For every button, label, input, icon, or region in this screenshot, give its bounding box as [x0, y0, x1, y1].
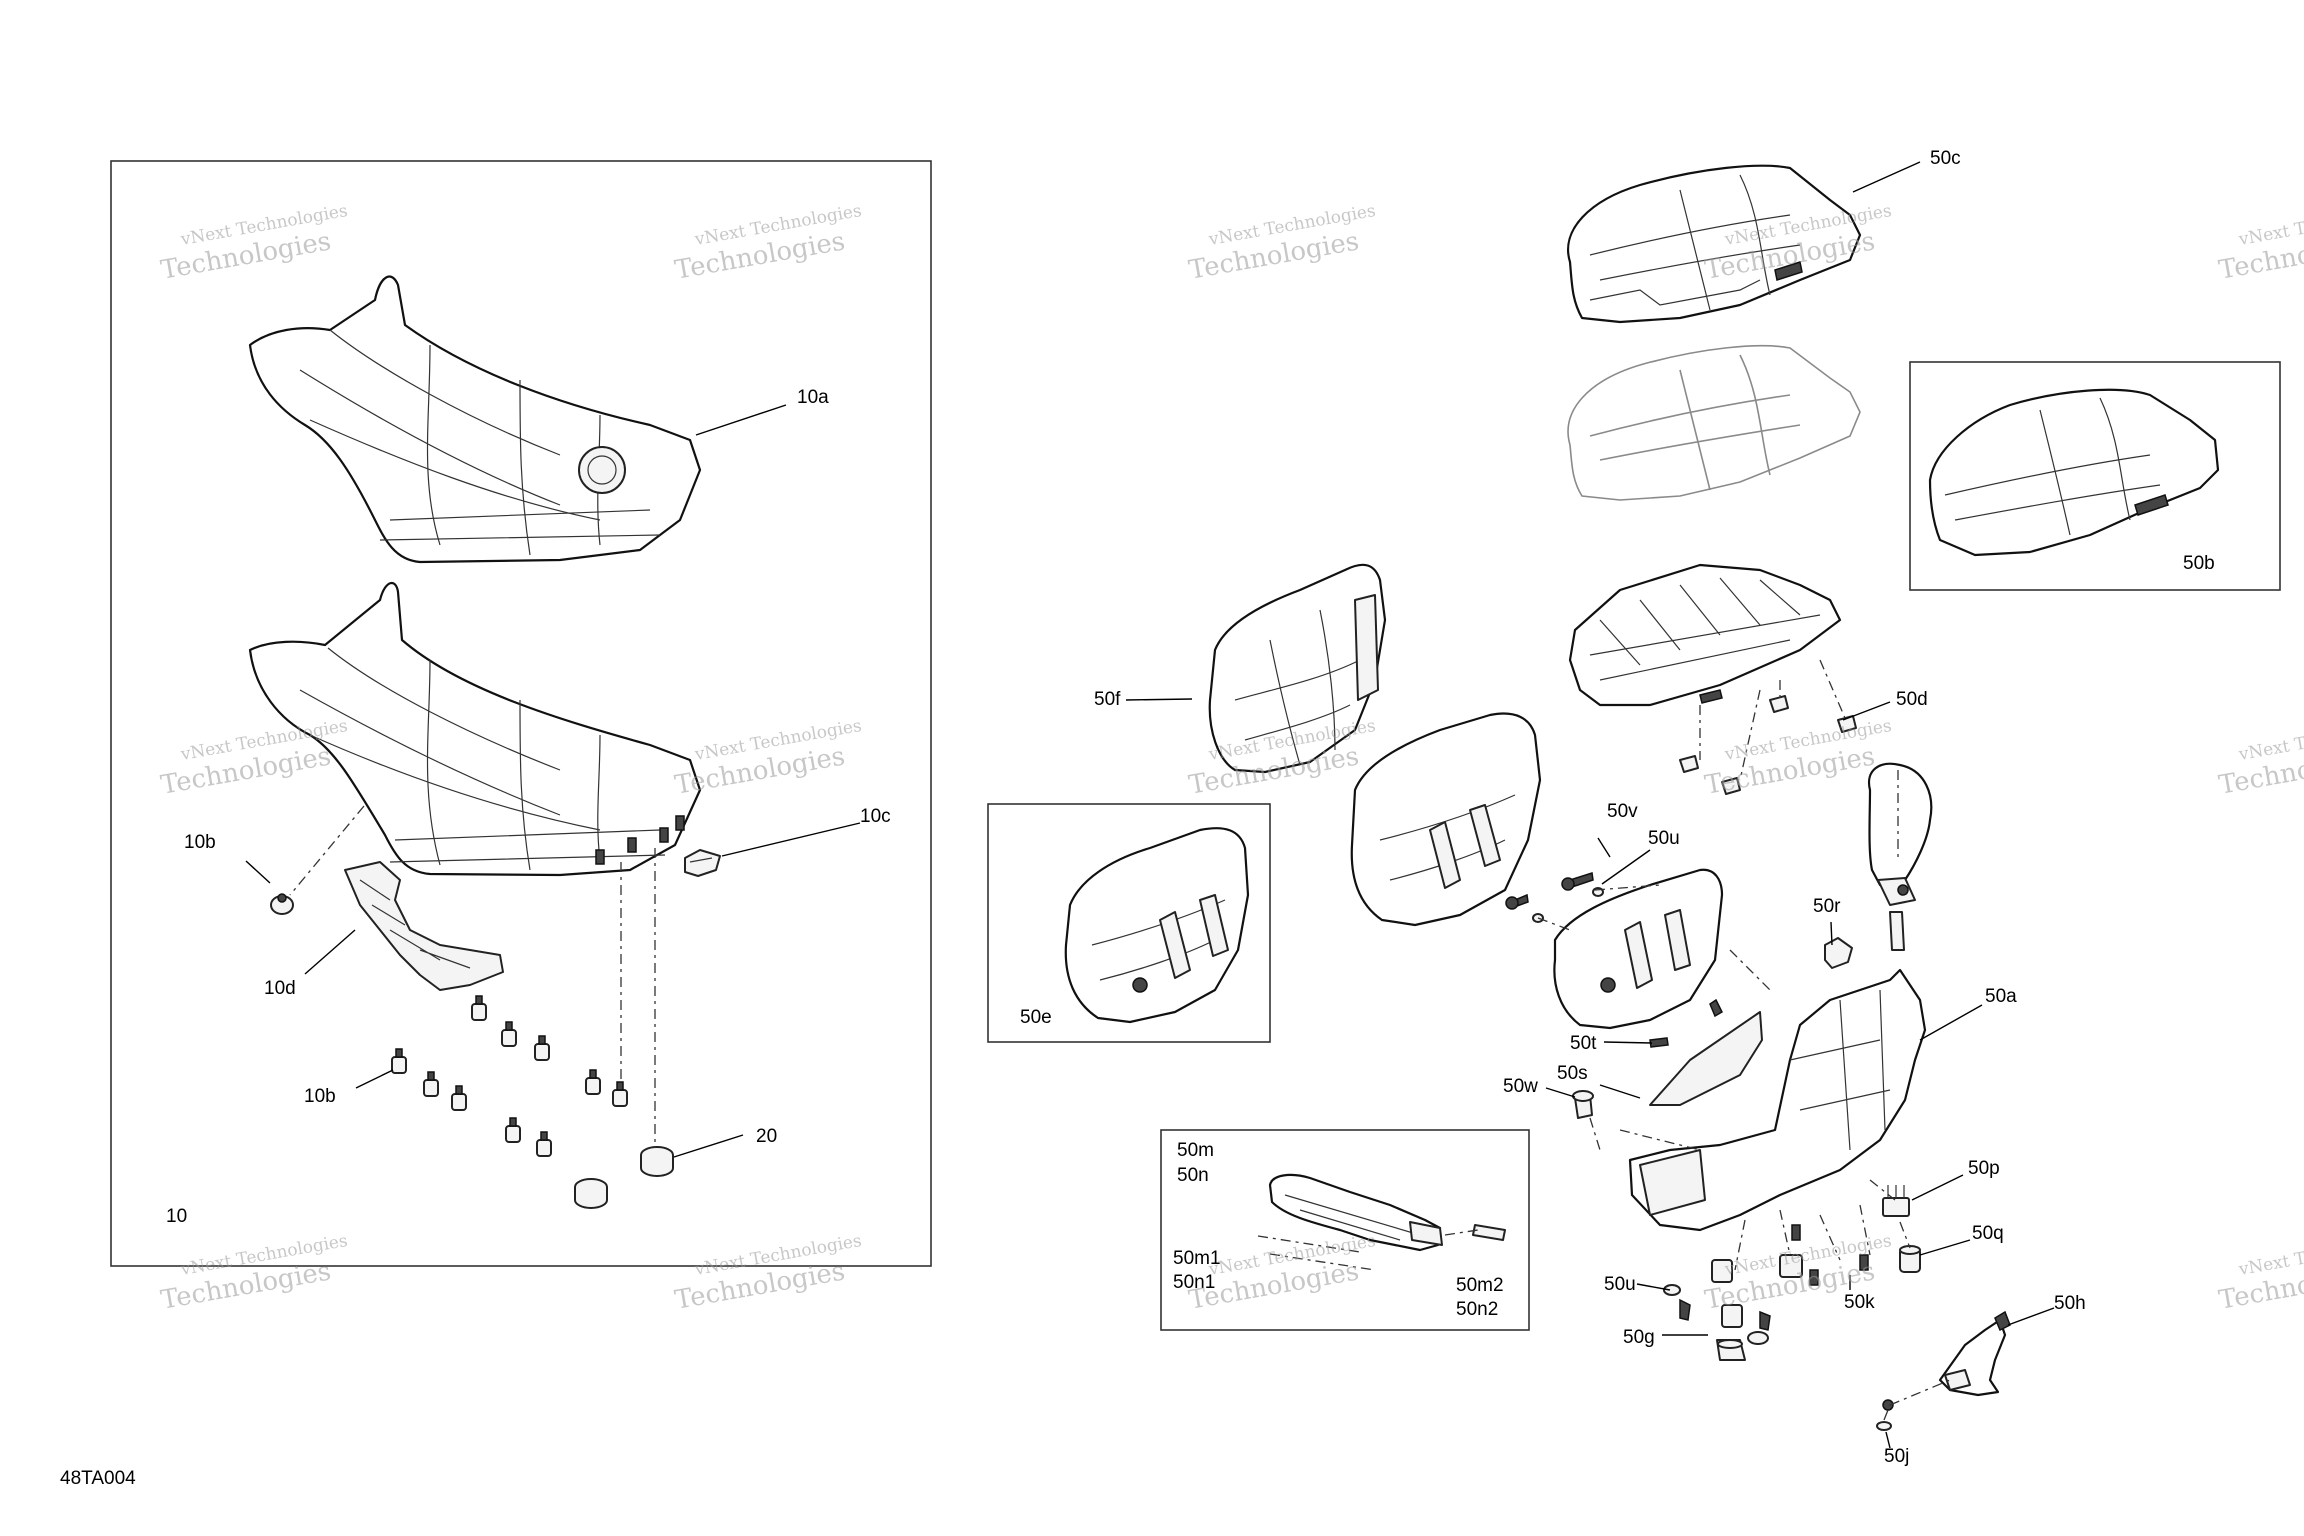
label-50d: 50d — [1896, 689, 1928, 710]
label-50n1: 50n1 — [1173, 1272, 1215, 1293]
backrest-middle — [1350, 712, 1542, 927]
clip-10c — [684, 849, 721, 877]
label-50u-bottom: 50u — [1604, 1274, 1636, 1295]
label-50e: 50e — [1020, 1007, 1052, 1028]
screws-50v — [1505, 872, 1594, 910]
label-50k: 50k — [1844, 1292, 1875, 1313]
grommet-10b — [270, 893, 294, 915]
clip-50r — [1824, 937, 1853, 969]
hardware-group-50k — [1779, 1224, 1869, 1286]
fastener-50w — [1572, 1090, 1594, 1119]
backrest-plate-50u — [1553, 868, 1724, 1030]
backrest-50e — [1064, 827, 1250, 1024]
grab-handle — [1867, 762, 1933, 951]
bracket-50h — [1938, 1310, 2011, 1397]
label-50n2: 50n2 — [1456, 1299, 1498, 1320]
clips-50d — [1679, 695, 1857, 795]
label-50s: 50s — [1557, 1063, 1588, 1084]
label-50m: 50m — [1177, 1140, 1214, 1161]
label-50n: 50n — [1177, 1165, 1209, 1186]
label-10b-bottom: 10b — [304, 1086, 336, 1107]
nut-20 — [574, 1146, 674, 1209]
label-50m1: 50m1 — [1173, 1248, 1221, 1269]
screw-50t — [1649, 1037, 1669, 1048]
group-10-frame — [110, 160, 932, 1267]
label-50g: 50g — [1623, 1327, 1655, 1348]
handle-50m — [1268, 1173, 1443, 1252]
label-10b-top: 10b — [184, 832, 216, 853]
seat-ghost — [1567, 344, 1861, 501]
label-50v: 50v — [1607, 801, 1638, 822]
label-50h: 50h — [2054, 1293, 2086, 1314]
rubber-bumpers-10b — [391, 995, 628, 1157]
label-50c: 50c — [1930, 148, 1961, 169]
pad-50s — [1649, 1011, 1763, 1106]
label-50b: 50b — [2183, 553, 2215, 574]
box-50e — [987, 803, 1271, 1043]
seat-assembly-10 — [248, 582, 702, 877]
spring-nut-50p — [1882, 1185, 1910, 1217]
label-10: 10 — [166, 1206, 187, 1227]
backrest-50f — [1208, 563, 1387, 774]
drawing-code: 48TA004 — [60, 1468, 136, 1489]
label-50j: 50j — [1884, 1446, 1909, 1467]
box-50m-50n — [1160, 1129, 1530, 1331]
label-10a: 10a — [797, 387, 829, 408]
label-10c: 10c — [860, 806, 891, 827]
heat-shield-10d — [344, 861, 504, 991]
seat-cover-50c — [1567, 164, 1862, 324]
label-50u-top: 50u — [1648, 828, 1680, 849]
label-50w: 50w — [1503, 1076, 1538, 1097]
label-50m2: 50m2 — [1456, 1275, 1504, 1296]
seat-cover-10a — [248, 275, 702, 564]
label-50p: 50p — [1968, 1158, 2000, 1179]
hardware-group-50g — [1663, 1259, 1771, 1361]
grommet-50q — [1899, 1245, 1921, 1273]
label-50f: 50f — [1094, 689, 1121, 710]
seat-base-50d — [1568, 563, 1842, 707]
box-50b — [1909, 361, 2281, 591]
label-50r: 50r — [1813, 896, 1841, 917]
logo-emblem-icon — [578, 446, 626, 494]
label-20: 20 — [756, 1126, 777, 1147]
label-50t: 50t — [1570, 1033, 1597, 1054]
label-50q: 50q — [1972, 1223, 2004, 1244]
pin-50m2 — [1472, 1224, 1506, 1241]
seat-frame-50a — [1628, 968, 1927, 1232]
seat-cover-50b — [1928, 388, 2220, 557]
label-10d: 10d — [264, 978, 296, 999]
label-50a: 50a — [1985, 986, 2017, 1007]
